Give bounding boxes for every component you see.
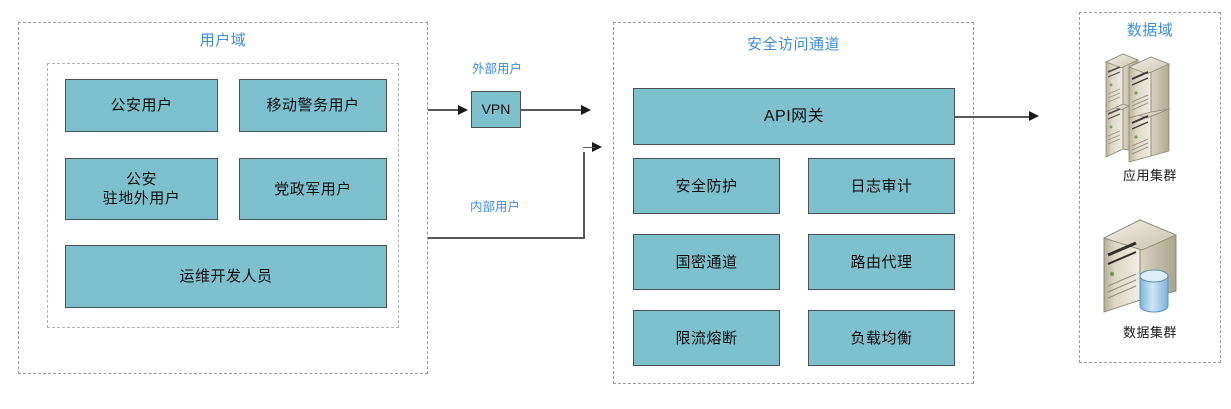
data-node-label-app-cluster: 应用集群 xyxy=(1122,168,1177,183)
user-box-gongan[interactable]: 公安用户 xyxy=(65,79,218,132)
arrowhead-internal-to-channel xyxy=(592,142,602,152)
user-box-mobile-police[interactable]: 移动警务用户 xyxy=(239,79,387,132)
arrowhead-to-datadomain xyxy=(1029,111,1039,121)
line-userdomain-to-vpn xyxy=(428,109,460,111)
connector-label-external-users: 外部用户 xyxy=(471,62,522,76)
zone-data-domain-title: 数据域 xyxy=(1126,22,1174,39)
user-box-gongan-offsite[interactable]: 公安 驻地外用户 xyxy=(65,158,218,220)
line-vpn-to-channel xyxy=(521,109,583,111)
server-database-icon xyxy=(1098,208,1188,318)
connector-label-internal-users: 内部用户 xyxy=(469,200,520,214)
module-box-rate-limit-circuit-breaker[interactable]: 限流熔断 xyxy=(633,310,780,366)
server-stack-icon xyxy=(1103,52,1181,163)
line-internal-vertical xyxy=(583,152,585,238)
module-box-route-proxy[interactable]: 路由代理 xyxy=(808,234,955,290)
line-gateway-to-datadomain xyxy=(955,116,1033,118)
module-box-log-audit[interactable]: 日志审计 xyxy=(808,158,955,214)
api-gateway-box[interactable]: API网关 xyxy=(633,88,955,145)
module-box-sm-crypto-channel[interactable]: 国密通道 xyxy=(633,234,780,290)
module-box-security-protection[interactable]: 安全防护 xyxy=(633,158,780,214)
user-box-ops-developers[interactable]: 运维开发人员 xyxy=(65,245,387,308)
line-internal-horizontal xyxy=(428,237,585,239)
data-node-label-data-cluster: 数据集群 xyxy=(1122,325,1177,340)
zone-user-domain-title: 用户域 xyxy=(199,32,247,49)
zone-secure-channel-title: 安全访问通道 xyxy=(746,36,840,53)
user-box-party-gov-military[interactable]: 党政军用户 xyxy=(239,158,387,220)
arrowhead-to-vpn xyxy=(458,104,468,115)
vpn-box[interactable]: VPN xyxy=(471,91,521,128)
module-box-load-balance[interactable]: 负载均衡 xyxy=(808,310,955,366)
line-internal-tip xyxy=(583,146,595,149)
arrowhead-vpn-to-channel xyxy=(581,104,591,115)
